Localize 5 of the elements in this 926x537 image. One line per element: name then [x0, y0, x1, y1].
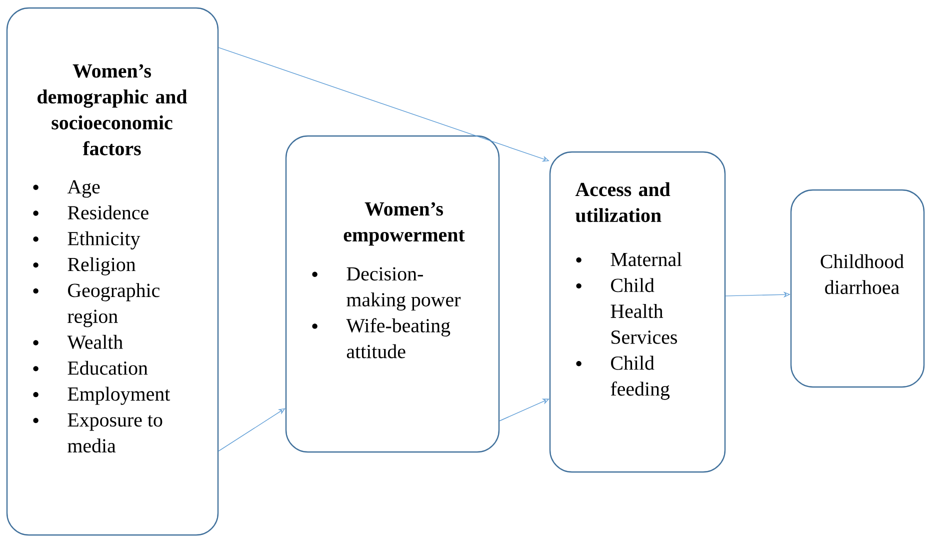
arrow — [218, 408, 286, 452]
rounded-box: Childhood diarrhoea — [790, 189, 925, 388]
rounded-box: Women’s demographic and socioeconomic factors Age Residence Ethnicity Religion Geographic region Wealth Education Employment Exposure to media — [6, 7, 219, 536]
rounded-box: Women’s empowerment Decision-making power Wife-beating attitude — [285, 135, 500, 453]
rounded-box: Access and utilization Maternal Child Health Services Child feeding — [549, 151, 726, 473]
